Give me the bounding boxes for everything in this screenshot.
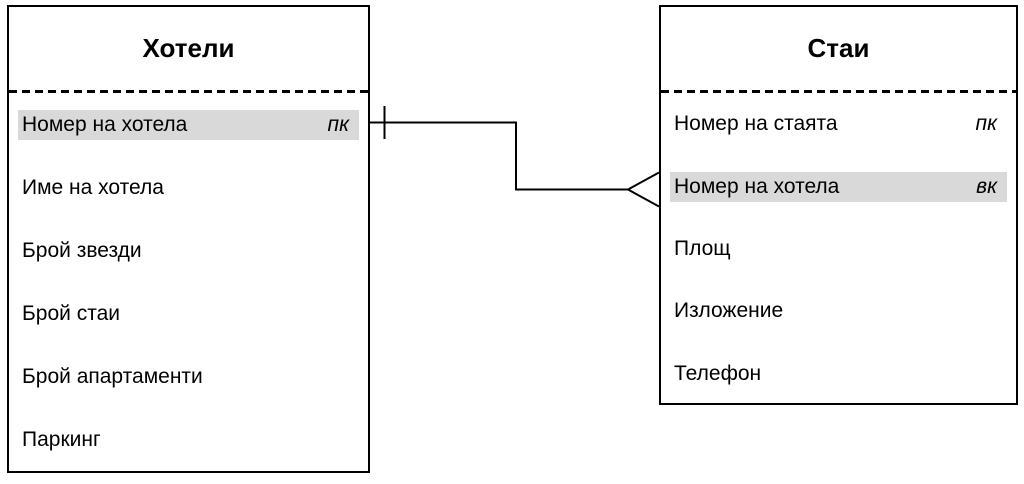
attribute-name: Номер на хотела [22, 112, 188, 136]
attribute-hotel-number-fk: Номер на хотела вк [670, 171, 1007, 202]
entity-rooms-title: Стаи [807, 33, 870, 63]
attribute-row: Изложение [661, 280, 1016, 342]
attribute-parking: Паркинг [18, 425, 359, 455]
cardinality-many-crow-foot [625, 171, 660, 208]
primary-key-tag: пк [975, 112, 997, 136]
attribute-name: Брой апартаменти [22, 364, 203, 388]
attribute-phone: Телефон [670, 359, 1007, 389]
attribute-name: Име на хотела [22, 175, 164, 199]
attribute-row: Площ [661, 218, 1016, 280]
entity-rooms: Стаи Номер на стаята пк Номер на хотела … [659, 5, 1018, 405]
attribute-hotel-number: Номер на хотела пк [18, 109, 359, 140]
attribute-name: Площ [674, 236, 731, 260]
foreign-key-tag: вк [976, 174, 997, 198]
attribute-hotel-name: Име на хотела [18, 173, 359, 203]
attribute-row: Брой стаи [9, 282, 368, 345]
attribute-row: Номер на хотела вк [661, 155, 1016, 217]
attribute-row: Номер на хотела пк [9, 93, 368, 156]
attribute-exposure: Изложение [670, 296, 1007, 326]
attribute-star-count: Брой звезди [18, 236, 359, 266]
attribute-apartment-count: Брой апартаменти [18, 362, 359, 392]
title-separator [661, 90, 1016, 93]
primary-key-tag: пк [327, 112, 349, 136]
attribute-row: Номер на стаята пк [661, 93, 1016, 155]
attribute-name: Брой звезди [22, 238, 142, 262]
attribute-area: Площ [670, 234, 1007, 264]
attribute-row: Брой звезди [9, 219, 368, 282]
entity-hotels: Хотели Номер на хотела пк Име на хотела … [7, 5, 370, 473]
attribute-room-count: Брой стаи [18, 299, 359, 329]
attribute-name: Номер на хотела [674, 174, 840, 198]
relationship-line [369, 121, 628, 191]
attribute-room-number: Номер на стаята пк [670, 109, 1007, 139]
attribute-row: Телефон [661, 343, 1016, 405]
attribute-name: Паркинг [22, 427, 101, 451]
attribute-name: Телефон [674, 361, 762, 385]
attribute-row: Брой апартаменти [9, 345, 368, 408]
attribute-name: Номер на стаята [674, 112, 838, 136]
attribute-row: Име на хотела [9, 156, 368, 219]
attribute-name: Изложение [674, 299, 784, 323]
attribute-name: Брой стаи [22, 301, 120, 325]
title-separator [9, 90, 368, 93]
entity-hotels-title: Хотели [142, 33, 235, 63]
attribute-row: Паркинг [9, 408, 368, 471]
